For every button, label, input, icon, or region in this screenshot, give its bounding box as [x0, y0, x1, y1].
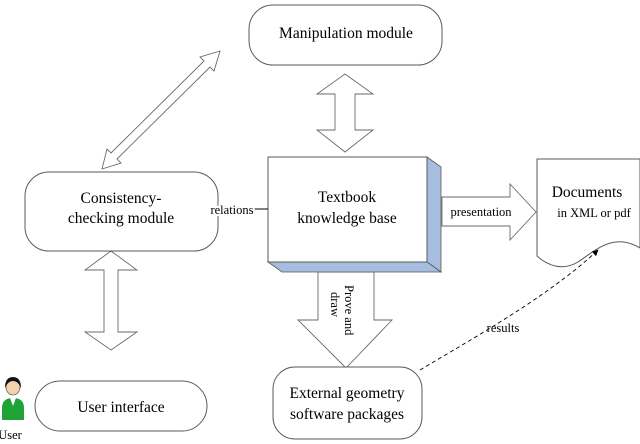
- knowledge-base-shadow-bottom: [266, 261, 443, 273]
- knowledge-base: [267, 156, 428, 263]
- external-packages: [272, 366, 423, 440]
- consistency-label-line2: checking module: [68, 210, 174, 227]
- consistency-label-line1: Consistency-: [81, 190, 162, 207]
- documents-label-line2: in XML or pdf: [557, 206, 631, 220]
- knowledge-base-label-line1: Textbook: [318, 189, 377, 206]
- manipulation-module-label: Manipulation module: [279, 25, 413, 42]
- external-label-line1: External geometry: [290, 385, 405, 402]
- external-label-line2: software packages: [290, 406, 404, 423]
- user-interface: [34, 380, 208, 432]
- user-label: User: [0, 428, 23, 442]
- prove-draw-label-line2: draw: [328, 292, 342, 317]
- consistency-manipulation-arrow: [101, 50, 221, 170]
- results-label: results: [487, 321, 520, 335]
- prove-draw-arrow: [296, 271, 394, 369]
- manipulation-kb-arrow: [315, 73, 375, 153]
- presentation-label: presentation: [450, 205, 512, 219]
- results-connector: [419, 249, 599, 371]
- consistency-ui-arrow: [83, 250, 139, 351]
- user-interface-label: User interface: [77, 399, 164, 416]
- knowledge-base-label-line2: knowledge base: [297, 210, 397, 227]
- manipulation-module: [248, 4, 443, 66]
- consistency-checking-module: [24, 171, 219, 252]
- prove-draw-label-line1: Prove and: [342, 285, 356, 336]
- user-icon: [2, 377, 24, 420]
- knowledge-base-shadow-right: [426, 156, 442, 273]
- presentation-arrow: [441, 182, 537, 242]
- documents-node: [536, 158, 640, 268]
- documents-label-line1: Documents: [552, 184, 623, 201]
- relations-label: relations: [210, 203, 253, 217]
